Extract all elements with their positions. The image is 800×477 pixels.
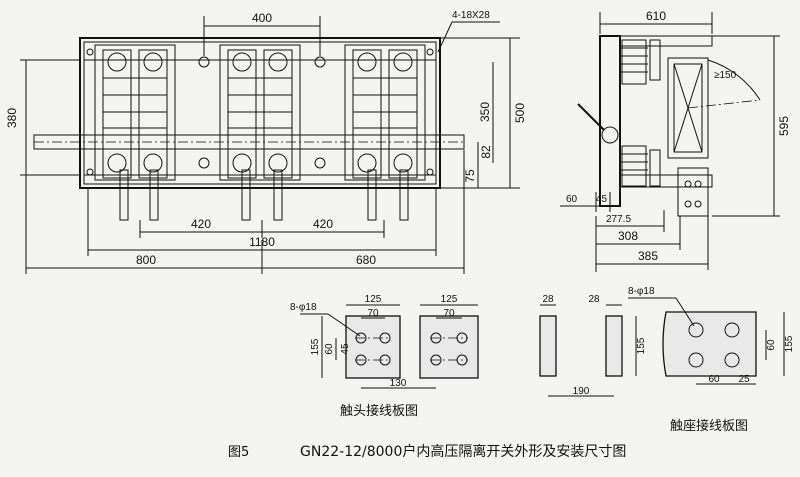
dim-60: 60	[566, 194, 578, 205]
dim-45: 45	[596, 194, 608, 205]
dim-60-seat: 60	[766, 339, 777, 351]
label-hole-spec-head: 8-φ18	[290, 302, 317, 313]
contact-head-plate-2	[419, 315, 479, 379]
dim-308: 308	[618, 229, 638, 243]
pole-group-middle	[219, 44, 301, 221]
dim-155-head: 155	[310, 338, 321, 355]
pole-group-right	[344, 44, 426, 221]
dim-pole-spacing-1: 420	[191, 217, 211, 231]
dim-pole-spacing-2: 420	[313, 217, 333, 231]
dim-125-b: 125	[441, 294, 458, 305]
dim-125-a: 125	[365, 294, 382, 305]
dim-277-5: 277.5	[606, 214, 631, 225]
dim-28-b: 28	[588, 294, 600, 305]
dim-arc-150: ≥150	[714, 70, 737, 81]
contact-head-plate-1	[345, 315, 401, 379]
dim-70-a: 70	[367, 308, 379, 319]
dim-60-seat-h: 60	[708, 374, 720, 385]
dim-hole-spacing: 400	[252, 11, 272, 25]
contact-seat-plate-views: 28 28 155 190 8-φ18 60 155 60 25 触座接线板图	[539, 286, 795, 434]
contact-seat-plate	[662, 311, 757, 377]
dim-70-b: 70	[443, 308, 455, 319]
front-view: 400 4-18X28 380 500 350 75 82 420 420 11…	[5, 10, 527, 274]
dim-190: 190	[573, 386, 590, 397]
label-hole-spec-seat: 8-φ18	[628, 286, 655, 297]
mounting-hole	[198, 56, 210, 68]
side-view: ≥150 610 595 60 45 277.5 308	[560, 9, 791, 272]
dim-680: 680	[356, 253, 376, 267]
dim-130: 130	[390, 378, 407, 389]
dim-155-seat-face: 155	[784, 335, 795, 352]
contact-head-plate-views: 125 70 125 70 8-φ18 155 60 45 130 触头接线板图	[290, 294, 479, 419]
contact-seat-side-1	[539, 315, 557, 377]
dim-800: 800	[136, 253, 156, 267]
dim-500: 500	[513, 103, 527, 123]
mounting-hole	[198, 157, 210, 169]
mounting-hole	[314, 157, 326, 169]
caption-contact-seat-plate: 触座接线板图	[670, 418, 748, 434]
dim-75: 75	[463, 169, 477, 183]
dim-45-head: 45	[340, 343, 351, 355]
dim-60-head: 60	[324, 343, 335, 355]
caption-contact-head-plate: 触头接线板图	[340, 403, 418, 419]
dim-82: 82	[479, 145, 493, 159]
figure-number: 图5	[228, 445, 249, 460]
dim-610: 610	[646, 9, 666, 23]
figure-title: GN22-12/8000户内高压隔离开关外形及安装尺寸图	[300, 443, 626, 460]
mounting-hole	[314, 56, 326, 68]
dim-380: 380	[5, 108, 19, 128]
pole-group-left	[94, 44, 176, 221]
dim-595: 595	[777, 116, 791, 136]
dim-155-seat: 155	[636, 337, 647, 354]
contact-seat-side-2	[605, 315, 623, 377]
dim-385: 385	[638, 249, 658, 263]
dim-28-a: 28	[542, 294, 554, 305]
label-slot-holes: 4-18X28	[452, 10, 490, 21]
dim-25-seat: 25	[738, 374, 750, 385]
dim-350: 350	[478, 102, 492, 122]
